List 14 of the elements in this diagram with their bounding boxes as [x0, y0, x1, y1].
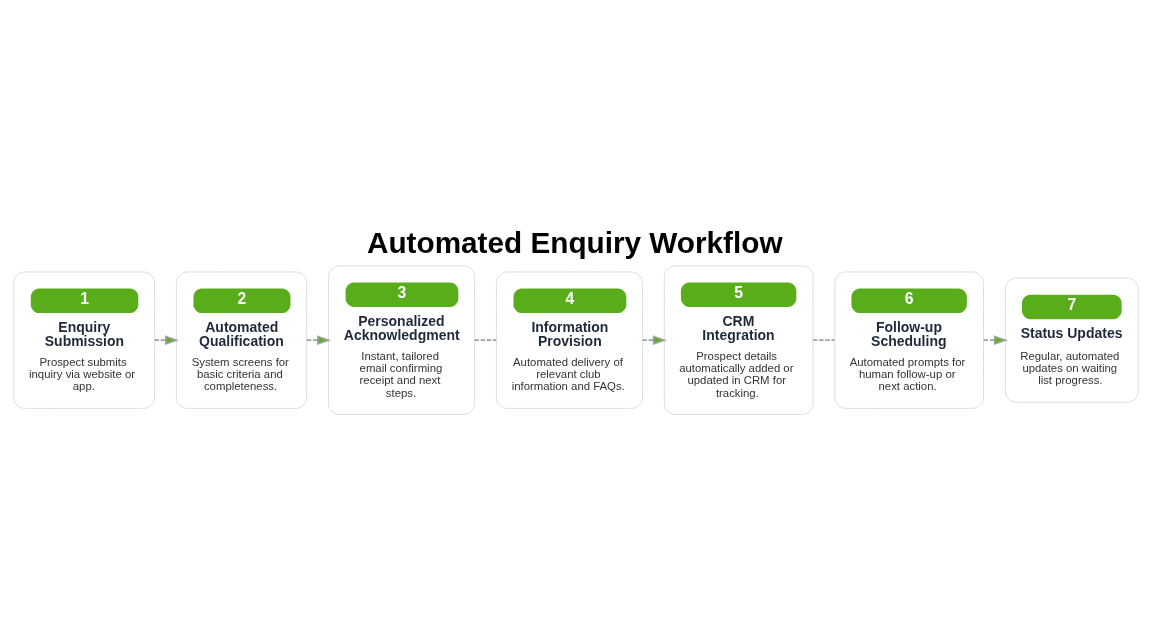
node-box: 5 CRM Integration Prospect details automatically added or updated in CRM for tracking. — [663, 264, 814, 415]
node-box: 2 Automated Qualification System screens for basic criteria and completeness. — [175, 271, 308, 409]
node-box: 1 Enquiry Submission Prospect submits inquiry via website or app. — [13, 271, 155, 409]
arrow — [982, 334, 1008, 345]
node-box: 3 Personalized Acknowledgment Instant, tailored email confirming receipt and next steps. — [328, 264, 475, 415]
node-box: 6 Follow-up Scheduling Automated prompts for human follow-up or next action. — [834, 271, 984, 409]
node-box: 7 Status Updates Regular, automated updates on waiting list progress. — [1004, 277, 1139, 403]
connector — [812, 338, 836, 341]
arrow — [305, 334, 331, 345]
diagram-title: Automated Enquiry Workflow — [367, 225, 783, 259]
arrow — [641, 334, 667, 345]
connector — [473, 338, 498, 341]
node-box: 4 Information Provision Automated delivery of relevant club information and FAQs. — [496, 271, 643, 409]
arrow — [153, 334, 179, 345]
